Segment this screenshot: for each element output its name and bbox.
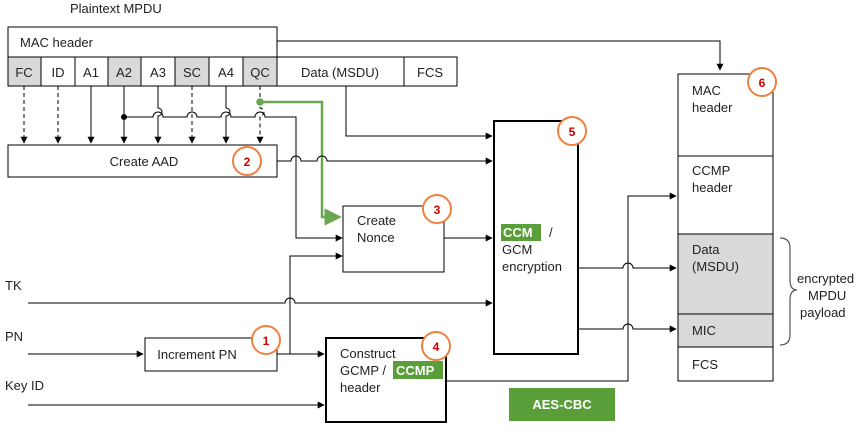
field-a3: [140, 56, 176, 87]
increment-pn-label: Increment PN: [157, 347, 236, 362]
step-markers: 1 2 3 4 5 6: [232, 67, 777, 361]
out-data-box: [677, 233, 774, 315]
field-a4: [208, 56, 244, 87]
step-4-circle: [421, 331, 451, 361]
arrow-mac-header-output: [277, 40, 724, 71]
out-mac-label-2: header: [692, 100, 733, 115]
encrypted-label-1: encrypted: [797, 271, 854, 286]
arrow-data-ccm: [345, 86, 493, 140]
field-fc: [7, 56, 42, 87]
plaintext-mpdu: MAC header FC ID A1 A2 A3 SC A4 QC Data …: [7, 26, 458, 87]
field-id-label: ID: [52, 65, 65, 80]
out-data-label-1: Data: [692, 242, 720, 257]
step-6-circle: [747, 67, 777, 97]
mac-header-label: MAC header: [20, 35, 94, 50]
field-a3-label: A3: [150, 65, 166, 80]
step-1-number: 1: [263, 334, 270, 348]
plaintext-mpdu-label: Plaintext MPDU: [70, 1, 162, 16]
step-2-circle: [232, 146, 262, 176]
arrow-qc-nonce: [260, 100, 342, 226]
step-4-number: 4: [433, 340, 440, 354]
field-data-label: Data (MSDU): [301, 65, 379, 80]
tk-label: TK: [5, 278, 22, 293]
step-3-circle: [422, 194, 452, 224]
aes-cbc-label: AES-CBC: [532, 397, 592, 412]
key-id-label: Key ID: [5, 378, 44, 393]
step-2-number: 2: [244, 155, 251, 169]
step-5-circle: [557, 116, 587, 146]
slash-label: /: [549, 225, 553, 240]
pn-label: PN: [5, 329, 23, 344]
arrow-aad-ccm: [277, 155, 493, 165]
field-data: [276, 56, 405, 87]
ccm-label: CCM: [503, 225, 533, 240]
aad-input-arrows: [20, 86, 265, 144]
field-fcs-label: FCS: [417, 65, 443, 80]
construct-label-2a: GCMP /: [340, 363, 386, 378]
construct-label-2b: CCMP: [396, 363, 435, 378]
aes-cbc-badge: [509, 388, 615, 421]
create-aad-label: Create AAD: [110, 154, 179, 169]
out-data-label-2: (MSDU): [692, 259, 739, 274]
field-a2-label: A2: [116, 65, 132, 80]
arrow-tk-ccm: [28, 297, 493, 307]
a2-to-nonce: [121, 111, 343, 242]
create-nonce-label-2: Nonce: [357, 230, 395, 245]
gcm-label: GCM: [502, 242, 532, 257]
field-a1-label: A1: [83, 65, 99, 80]
arrow-a2-nonce: [124, 111, 343, 242]
out-fcs-box: [677, 346, 774, 382]
field-fcs: [403, 56, 458, 87]
payload-brace: [779, 237, 798, 346]
field-a4-label: A4: [218, 65, 234, 80]
encryption-label: encryption: [502, 259, 562, 274]
ccmp-highlight: [393, 361, 443, 379]
arrow-ccm-data: [578, 262, 677, 272]
field-fc-label: FC: [15, 65, 32, 80]
qc-to-nonce: [256, 98, 342, 226]
out-fcs-label: FCS: [692, 357, 718, 372]
construct-label-3: header: [340, 380, 381, 395]
mac-header-box: [7, 26, 278, 58]
arrow-increment-nonce: [289, 252, 343, 354]
field-sc-label: SC: [183, 65, 201, 80]
out-mac-label-1: MAC: [692, 83, 721, 98]
construct-label-1: Construct: [340, 346, 396, 361]
step-3-number: 3: [434, 203, 441, 217]
out-ccmp-label-2: header: [692, 180, 733, 195]
create-nonce-label-1: Create: [357, 213, 396, 228]
arrow-construct-ccmp-header: [446, 192, 677, 382]
out-ccmp-label-1: CCMP: [692, 163, 730, 178]
arrow-qc-aad: [256, 86, 265, 144]
encrypted-label-2: MPDU: [808, 288, 846, 303]
encrypted-mpdu: MAC header CCMP header Data (MSDU) MIC F…: [677, 73, 774, 382]
arrow-a3-aad: [154, 86, 163, 144]
ccm-highlight: [501, 224, 541, 241]
encrypted-label-3: payload: [800, 305, 846, 320]
arrow-a4-aad: [222, 86, 231, 144]
arrow-ccm-mic: [578, 323, 677, 333]
out-mic-label: MIC: [692, 323, 716, 338]
step-5-number: 5: [569, 125, 576, 139]
field-qc-label: QC: [250, 65, 270, 80]
step-6-number: 6: [759, 76, 766, 90]
step-1-circle: [251, 325, 281, 355]
